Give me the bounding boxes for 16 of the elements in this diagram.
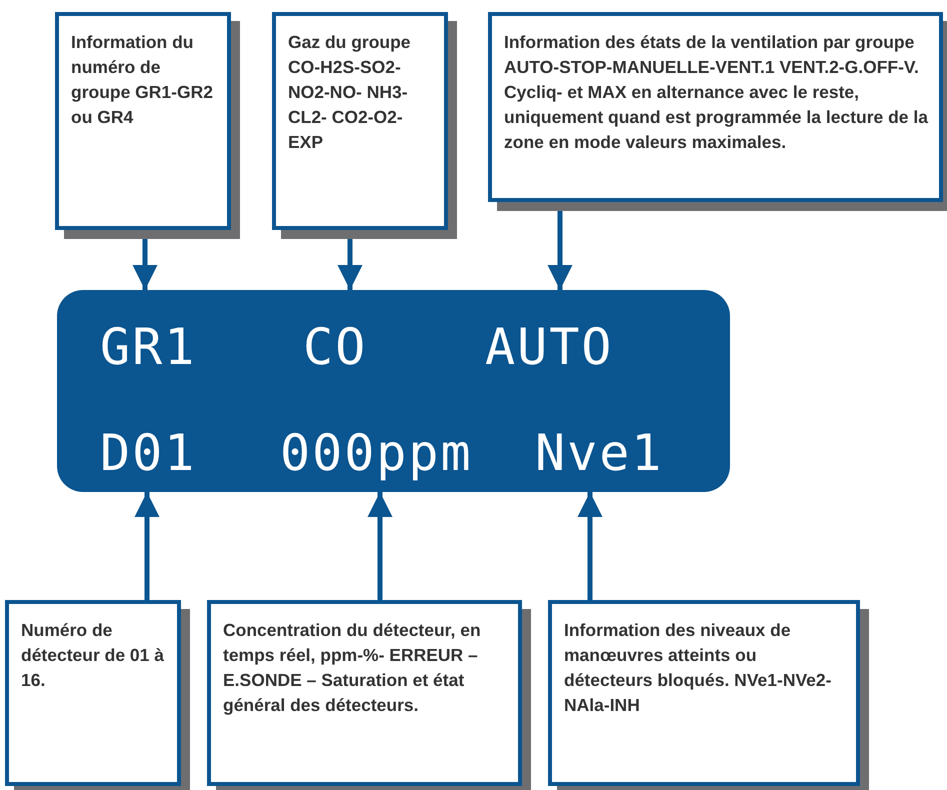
display-reading: D01	[100, 428, 196, 478]
display-reading: 000ppm	[280, 428, 473, 478]
arrow	[368, 492, 392, 600]
callout-text: Information des niveaux de manœuvres atteints ou détecteurs bloqués. NVe1-NVe2-NAla-INH	[564, 619, 832, 717]
callout-text: Concentration du détecteur, en temps réel, ppm-%- ERREUR – E.SONDE – Saturation et état général des détecteurs.	[223, 619, 482, 717]
display-reading: AUTO	[485, 322, 614, 372]
callout-text: Numéro de détecteur de 01 à 16.	[21, 619, 165, 692]
lcd-display	[57, 290, 730, 492]
arrow	[578, 492, 602, 600]
display-reading: CO	[303, 322, 368, 372]
display-reading: GR1	[100, 322, 196, 372]
callout-text: Gaz du groupe CO-H2S-SO2- NO2-NO- NH3-CL2- CO2-O2-EXP	[288, 31, 412, 154]
display-reading: Nve1	[535, 428, 664, 478]
callout-text: Information des états de la ventilation par groupe AUTO-STOP-MANUELLE-VENT.1 VENT.2-G.OFF-V. Cycliq- et MAX en alternance avec le reste, uniquement quand est programmée la lecture de la zone en mode valeurs maximales.	[504, 31, 929, 154]
arrow	[134, 492, 160, 600]
callout-text: Information du numéro de groupe GR1-GR2 ou GR4	[71, 31, 214, 129]
